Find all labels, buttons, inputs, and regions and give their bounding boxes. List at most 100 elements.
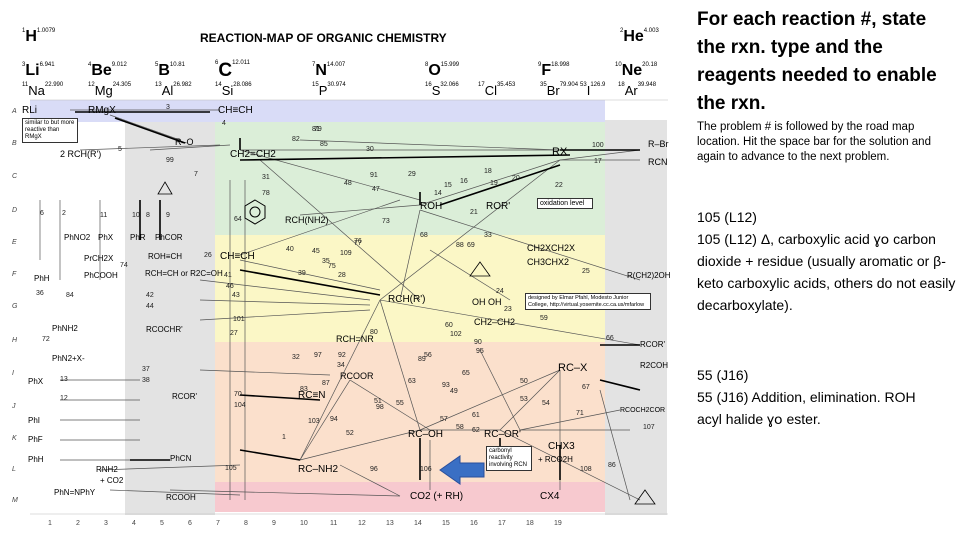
row-label-k: K bbox=[12, 435, 17, 442]
row-label-h: H bbox=[12, 337, 18, 344]
row-label-i: I bbox=[12, 370, 14, 377]
reaction-number: 76 bbox=[354, 238, 362, 245]
reaction-number: 30 bbox=[366, 146, 374, 153]
reaction-number: 73 bbox=[382, 218, 390, 225]
col-label-2: 2 bbox=[76, 520, 80, 527]
reaction-number: 46 bbox=[226, 283, 234, 290]
compound-phh: PhH bbox=[34, 274, 50, 283]
compound-chch: CH≡CH bbox=[220, 251, 255, 262]
element-s: 16S32.066 bbox=[425, 82, 459, 98]
row-label-j: J bbox=[12, 403, 16, 410]
compound-rcor3: RCOR' bbox=[172, 392, 198, 401]
band-yellow bbox=[215, 235, 605, 342]
reaction-number: 39 bbox=[298, 270, 306, 277]
reaction-number: 100 bbox=[592, 142, 604, 149]
reaction-number: 75 bbox=[328, 263, 336, 270]
reaction-number: 25 bbox=[582, 268, 590, 275]
reaction-number: 34 bbox=[337, 362, 345, 369]
reaction-number: 42 bbox=[146, 292, 154, 299]
reaction-number: 80 bbox=[370, 329, 378, 336]
compound-rnh2: RNH2 bbox=[96, 465, 118, 474]
compound-rcn: RC≡N bbox=[298, 390, 326, 401]
reaction-number: 26 bbox=[204, 252, 212, 259]
compound-ror: ROR' bbox=[486, 201, 511, 212]
reaction-number: 14 bbox=[434, 190, 442, 197]
reaction-number: 48 bbox=[344, 180, 352, 187]
row-label-f: F bbox=[12, 271, 17, 278]
reaction-number: 51 bbox=[374, 398, 382, 405]
reaction-number: 83 bbox=[300, 386, 308, 393]
band-gray-left bbox=[125, 120, 215, 515]
compound-rchnr: RCH=NR bbox=[336, 334, 374, 344]
element-h: 1H1.0079 bbox=[22, 28, 56, 45]
reaction-number: 49 bbox=[450, 388, 458, 395]
instructions-note: The problem # is followed by the road ma… bbox=[697, 121, 931, 163]
compound-rcochr: RCOCHR' bbox=[146, 325, 183, 334]
reaction-number: 108 bbox=[580, 466, 592, 473]
compound-r-br: R–Br bbox=[648, 139, 669, 149]
row-label-l: L bbox=[12, 466, 16, 473]
compound-rchnh2: RCH(NH2) bbox=[285, 215, 329, 225]
reaction-number: 106 bbox=[420, 466, 432, 473]
reaction-number: 98 bbox=[376, 404, 384, 411]
reaction-number: 2 bbox=[62, 210, 66, 217]
question-panel: For each reaction #, state the rxn. type… bbox=[697, 0, 960, 540]
reaction-number: 78 bbox=[262, 190, 270, 197]
compound-alkene: CH2=CH2 bbox=[230, 149, 276, 160]
element-o: 8O15.999 bbox=[425, 62, 460, 79]
compound-phf: PhF bbox=[28, 435, 43, 444]
compound-r-ch2-oh: R(CH2)2OH bbox=[627, 271, 671, 280]
compound-oh-oh: OH OH bbox=[472, 297, 502, 307]
reaction-number: 3 bbox=[166, 104, 170, 111]
reaction-number: 64 bbox=[234, 216, 242, 223]
reaction-number: 53 bbox=[520, 396, 528, 403]
question-2-title: 55 (J16) bbox=[697, 367, 749, 383]
compound-prch2x: PrCH2X bbox=[84, 254, 114, 263]
compound-ch2ch2: CH2–CH2 bbox=[474, 317, 516, 327]
reaction-number: 7 bbox=[194, 171, 198, 178]
element-c: 6C12.011 bbox=[215, 60, 250, 81]
compound-rchoh: RCH(R') bbox=[388, 294, 426, 305]
reaction-number: 85 bbox=[320, 141, 328, 148]
reaction-number: 72 bbox=[42, 336, 50, 343]
compound-phno2: PhNO2 bbox=[64, 233, 91, 242]
reaction-number: 43 bbox=[232, 292, 240, 299]
reaction-number: 87 bbox=[322, 380, 330, 387]
compound-rchcch: ROH≡CH bbox=[148, 252, 182, 261]
col-label-15: 15 bbox=[442, 520, 450, 527]
reaction-number: 6 bbox=[40, 210, 44, 217]
reaction-number: 82 bbox=[292, 136, 300, 143]
compound-rcooh: RCOOH bbox=[166, 493, 196, 502]
row-label-b: B bbox=[12, 140, 17, 147]
question-1-answer: 105 (L12) Δ, carboxylic acid ɣօ carbon d… bbox=[697, 231, 956, 313]
col-label-7: 7 bbox=[216, 520, 220, 527]
reaction-number: 23 bbox=[504, 306, 512, 313]
reaction-number: 103 bbox=[308, 418, 320, 425]
reaction-number: 54 bbox=[542, 400, 550, 407]
compound-rcoh: RC–OH bbox=[408, 429, 444, 440]
reaction-number: 70 bbox=[234, 391, 242, 398]
row-label-a: A bbox=[12, 108, 17, 115]
compound-phcn: PhCN bbox=[170, 454, 192, 463]
question-2-answer-line1: 55 (J16) Addition, elimination. ROH bbox=[697, 389, 916, 405]
reaction-number: 55 bbox=[396, 400, 404, 407]
reaction-number: 17 bbox=[594, 158, 602, 165]
reaction-number: 68 bbox=[420, 232, 428, 239]
reaction-number: 104 bbox=[234, 402, 246, 409]
reaction-number: 19 bbox=[490, 180, 498, 187]
compound-rx: RX bbox=[552, 146, 568, 158]
cyclopropane-dichloro-icon bbox=[634, 489, 656, 505]
reaction-number: 27 bbox=[230, 330, 238, 337]
reaction-number: 1 bbox=[282, 434, 286, 441]
similar-note-box: similar to but more reactive than RMgX bbox=[22, 118, 78, 143]
reaction-number: 18 bbox=[484, 168, 492, 175]
compound-rcn-top: RCN bbox=[648, 157, 668, 167]
reaction-number: 44 bbox=[146, 303, 154, 310]
col-label-16: 16 bbox=[470, 520, 478, 527]
reaction-number: 89 bbox=[418, 356, 426, 363]
compound-alkyne-top: CH≡CH bbox=[218, 105, 253, 116]
reaction-number: 107 bbox=[643, 424, 655, 431]
question-1-title: 105 (L12) bbox=[697, 209, 757, 225]
element-na: 11Na22.990 bbox=[22, 82, 64, 98]
col-label-9: 9 bbox=[272, 520, 276, 527]
